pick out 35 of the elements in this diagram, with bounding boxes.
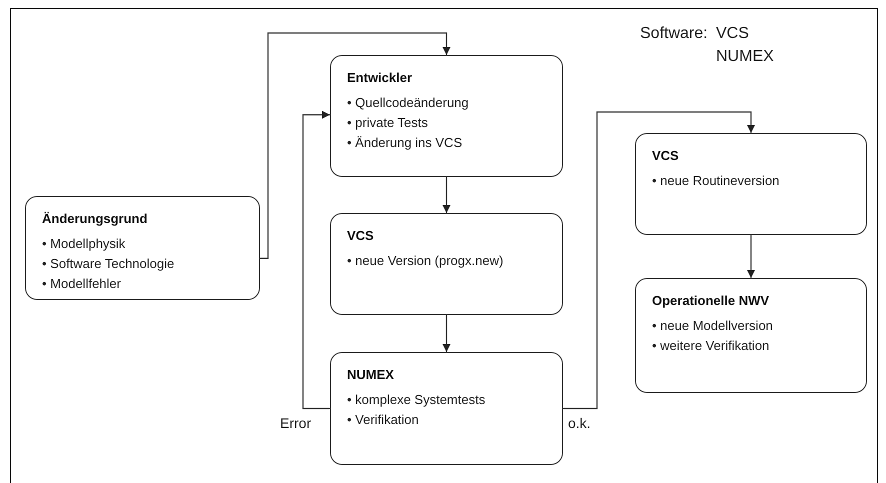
box-heading: VCS [652, 148, 680, 163]
software-note: VCS [716, 25, 749, 43]
software-note: Software: [640, 25, 708, 43]
bullet-item: • neue Modellversion [652, 317, 774, 335]
bullet-item: • neue Routineversion [652, 172, 780, 190]
process-box [330, 55, 563, 177]
box-heading: Operationelle NWV [652, 293, 770, 308]
edge-label: Error [280, 415, 312, 431]
arrow [442, 177, 450, 213]
box-heading: Änderungsgrund [42, 211, 148, 226]
process-box [635, 133, 867, 235]
arrow [563, 111, 755, 410]
arrow [302, 110, 330, 410]
bullet-item: • Quellcodeänderung [347, 94, 470, 112]
bullet-item: • Software Technologie [42, 255, 176, 273]
process-box [330, 213, 563, 315]
arrow [442, 315, 450, 352]
bullet-item: • komplexe Systemtests [347, 391, 486, 409]
arrow [747, 235, 755, 278]
bullet-item: • Änderung ins VCS [347, 134, 464, 152]
box-heading: Entwickler [347, 70, 414, 85]
process-box [25, 196, 260, 300]
bullet-item: • private Tests [347, 114, 429, 132]
bullet-item: • Verifikation [347, 411, 420, 429]
box-heading: VCS [347, 228, 375, 243]
process-box [330, 352, 563, 465]
box-heading: NUMEX [347, 367, 395, 382]
bullet-item: • neue Version (progx.new) [347, 252, 504, 270]
bullet-item: • weitere Verifikation [652, 337, 770, 355]
edge-label: o.k. [568, 415, 591, 431]
arrow [260, 32, 450, 259]
bullet-item: • Modellphysik [42, 235, 126, 253]
process-box [635, 278, 867, 393]
software-note: NUMEX [716, 48, 774, 66]
bullet-item: • Modellfehler [42, 275, 122, 293]
